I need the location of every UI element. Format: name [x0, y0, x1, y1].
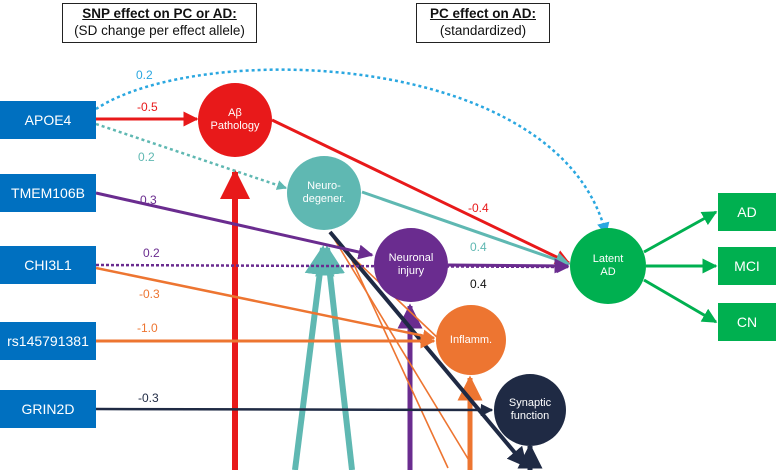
edge-injury-latent — [447, 258, 570, 274]
snp-label: CHI3L1 — [24, 257, 72, 273]
node-line: Latent — [592, 253, 624, 265]
node-inflammation: Inflamm. — [436, 305, 506, 375]
edge-chi3l1-latent — [95, 260, 570, 274]
node-line: Synaptic — [508, 397, 552, 409]
pc-effect-subtitle: (standardized) — [439, 23, 527, 38]
edge-latent-cn — [643, 278, 718, 324]
edge-bottom-neurodegen-left — [292, 245, 335, 470]
edge-abeta-latent — [271, 118, 571, 265]
edge-chi3l1-inflamm — [95, 266, 436, 342]
node-line: Aβ — [228, 107, 242, 119]
snp-label: GRIN2D — [21, 401, 75, 417]
node-neurodegeneration: Neuro-degener. — [287, 156, 361, 230]
snp-label: APOE4 — [24, 112, 72, 128]
snp-label: TMEM106B — [11, 185, 85, 201]
node-line: degener. — [302, 193, 346, 205]
outcome-label: CN — [736, 314, 758, 330]
snp-effect-title: SNP effect on PC or AD: — [82, 6, 237, 21]
edge-label-grin2d-synaptic: -0.3 — [138, 391, 159, 405]
edge-grin2d-synaptic — [95, 403, 494, 417]
edge-label-apoe4-abeta: -0.5 — [137, 100, 158, 114]
edge-tmem-injury — [95, 191, 374, 260]
snp-box-chi3l1: CHI3L1 — [0, 246, 96, 284]
edge-label-injury-latent: 0.4 — [470, 277, 487, 291]
outcome-label: MCI — [734, 258, 760, 274]
node-line: injury — [397, 265, 425, 277]
edge-orange-thin-3 — [349, 255, 449, 469]
pc-effect-title: PC effect on AD: — [429, 6, 536, 21]
outcome-box-cn: CN — [718, 303, 776, 341]
snp-box-apoe4: APOE4 — [0, 101, 96, 139]
edge-neurodegen-latent — [361, 190, 571, 267]
outcome-label: AD — [737, 204, 757, 220]
edge-latent-ad — [643, 210, 718, 254]
edge-navy-diagonal — [328, 230, 528, 468]
snp-effect-subtitle: (SD change per effect allele) — [74, 23, 245, 38]
outcome-box-mci: MCI — [718, 247, 776, 285]
edge-label-abeta-latent: -0.4 — [468, 201, 489, 215]
snp-box-tmem106b: TMEM106B — [0, 174, 96, 212]
edge-label-apoe4-latent: 0.2 — [136, 68, 153, 82]
snp-box-rs145791381: rs145791381 — [0, 322, 96, 360]
edge-label-rs-inflamm: -1.0 — [137, 321, 158, 335]
node-line: function — [510, 410, 550, 422]
snp-effect-header: SNP effect on PC or AD: (SD change per e… — [62, 3, 257, 43]
edge-label-chi3l1-latent: 0.2 — [143, 246, 160, 260]
edge-label-apoe4-neurodegen: 0.2 — [138, 150, 155, 164]
snp-label: rs145791381 — [7, 333, 89, 349]
node-line: Inflamm. — [449, 333, 493, 346]
snp-box-grin2d: GRIN2D — [0, 390, 96, 428]
pc-effect-header: PC effect on AD: (standardized) — [416, 3, 550, 43]
node-line: Pathology — [210, 120, 260, 132]
edge-bottom-neurodegen-right — [315, 245, 355, 470]
edge-apoe4-latent — [95, 68, 610, 236]
node-line: Neuro- — [307, 180, 341, 192]
edge-label-neurodegen-latent: 0.4 — [470, 240, 487, 254]
node-line: Neuronal — [388, 252, 434, 264]
node-line: AD — [600, 266, 616, 278]
edge-label-tmem-injury: 0.3 — [140, 193, 157, 207]
edge-orange-thin-1 — [329, 231, 471, 463]
outcome-box-ad: AD — [718, 193, 776, 231]
edge-label-chi3l1-inflamm: -0.3 — [139, 287, 160, 301]
